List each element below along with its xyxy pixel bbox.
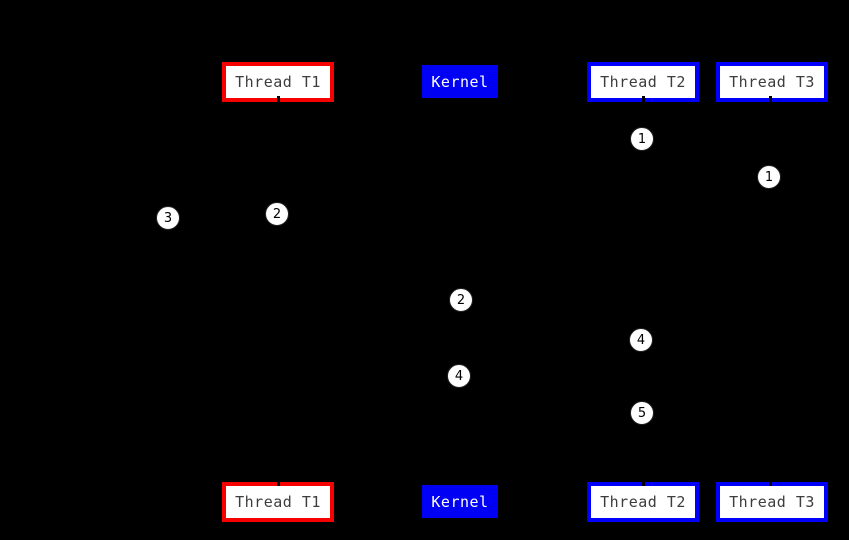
- thread-t2-lifeline-stub: [641, 478, 645, 486]
- step-marker-2: 2: [265, 202, 289, 226]
- thread-t2-lifeline-stub: [641, 96, 645, 104]
- thread-t3-label-top: Thread T3: [729, 73, 815, 91]
- thread-t3-box-bottom: Thread T3: [716, 482, 828, 522]
- thread-t1-label-top: Thread T1: [235, 73, 321, 91]
- thread-t1-lifeline-stub: [276, 96, 280, 104]
- kernel-label-top: Kernel: [431, 72, 489, 91]
- kernel-box-bottom: Kernel: [422, 485, 498, 518]
- thread-t2-box-bottom: Thread T2: [587, 482, 699, 522]
- thread-t2-lifeline: [641, 101, 645, 483]
- thread-t1-label-bottom: Thread T1: [235, 493, 321, 511]
- thread-t3-box-top: Thread T3: [716, 62, 828, 102]
- step-marker-4: 4: [629, 328, 653, 352]
- kernel-box-top: Kernel: [422, 65, 498, 98]
- thread-t3-lifeline-stub: [768, 96, 772, 104]
- thread-t3-lifeline-stub: [768, 478, 772, 486]
- thread-t3-label-bottom: Thread T3: [729, 493, 815, 511]
- thread-t1-lifeline-stub: [276, 478, 280, 486]
- step-marker-1: 1: [630, 127, 654, 151]
- step-marker-5: 5: [630, 401, 654, 425]
- step-marker-2: 2: [449, 288, 473, 312]
- thread-t2-label-bottom: Thread T2: [600, 493, 686, 511]
- kernel-label-bottom: Kernel: [431, 492, 489, 511]
- thread-t1-lifeline: [276, 101, 280, 483]
- thread-t1-box-bottom: Thread T1: [222, 482, 334, 522]
- step-marker-3: 3: [156, 206, 180, 230]
- thread-t3-lifeline: [768, 101, 772, 483]
- step-marker-1: 1: [757, 165, 781, 189]
- step-marker-4: 4: [447, 364, 471, 388]
- thread-t2-label-top: Thread T2: [600, 73, 686, 91]
